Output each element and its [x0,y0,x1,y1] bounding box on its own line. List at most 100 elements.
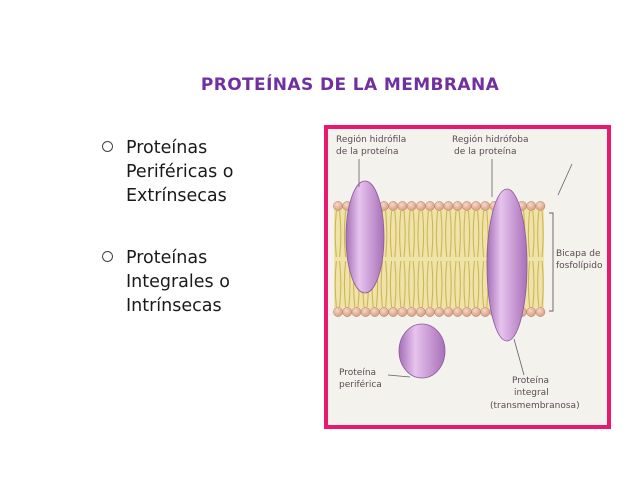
lipid-head [415,201,426,211]
lipid-tail [339,210,342,258]
label-hydrophobic-region: Región hidrófoba [452,134,529,145]
lipid-tail [477,260,480,308]
label-integral-protein: (transmembranosa) [490,401,580,411]
lipid-tail [467,260,471,308]
lipid-head [397,307,408,317]
lipid-tail [532,210,535,258]
lipid-tail [527,260,531,308]
lipid-head [461,307,472,317]
label-peripheral-protein: periférica [339,379,382,390]
membrane-diagram-image: Región hidrófila de la proteína Región h… [324,125,611,429]
lipid-head [535,201,546,211]
lipid-tail [385,210,388,258]
lipid-head [406,307,417,317]
bullet-line: Proteínas [126,248,208,268]
lipid-tail [394,210,397,258]
lipid-head [480,307,491,317]
lipid-tail [541,260,544,308]
lipid-head [333,307,343,317]
label-peripheral-protein: Proteína [339,368,376,378]
lipid-head [434,307,445,317]
lipid-head [434,201,445,211]
lipid-head [342,307,353,317]
lipid-tail [389,260,393,308]
lipid-tail [408,210,411,258]
lipid-head [526,201,537,211]
lipid-tail [458,210,461,258]
lipid-head [360,307,371,317]
lipid-tail [454,210,457,258]
lipid-tail [472,260,475,308]
bullet-line: Intrínsecas [126,296,222,316]
lipid-tail [412,260,415,308]
lipid-tail [445,210,448,258]
lipid-tail [431,260,434,308]
lipid-head [443,307,454,317]
lipid-tail [380,260,383,308]
bullet-line: Integrales o [126,272,230,292]
lipid-tail [481,210,485,258]
lipid-tail [403,210,406,258]
lipid-tail [394,260,397,308]
lipid-tail [541,210,544,258]
lipid-tail [399,210,402,258]
lipid-tail [463,260,466,308]
lipid-head [535,307,546,317]
lipid-tail [440,260,443,308]
lipid-tail [454,260,457,308]
lipid-tail [403,260,406,308]
lipid-tail [537,210,540,258]
lipid-head [415,307,426,317]
lipid-head [471,307,481,317]
bullet-line: Proteínas [126,138,208,158]
lipid-head [369,307,380,317]
lipid-head [388,307,399,317]
lipid-head [379,307,389,317]
label-hydrophobic-region: de la proteína [454,147,517,157]
bullet-circle-icon [102,141,113,152]
lipid-tail [334,260,337,308]
lipid-tail [385,260,388,308]
bullet-circle-icon [102,251,113,262]
lipid-head [452,201,463,211]
bilayer-bracket [549,212,554,312]
lipid-head [480,201,491,211]
integral-protein-shape [486,188,528,342]
label-integral-protein: Proteína [512,376,549,386]
peripheral-protein-bottom-shape [398,323,446,379]
lipid-head [425,307,435,317]
lipid-tail [421,210,425,258]
lipid-tail [435,260,439,308]
lipid-tail [408,260,411,308]
lipid-tail [449,260,452,308]
lipid-tail [343,260,347,308]
lipid-head [397,201,408,211]
lipid-head [351,307,362,317]
lipid-head [406,201,417,211]
lipid-head [526,307,537,317]
lipid-tail [527,210,531,258]
lipid-head [461,201,472,211]
bullet-text: Proteínas Periféricas o Extrínsecas [126,136,233,208]
lipid-tail [458,260,461,308]
lipid-tail [343,210,347,258]
lipid-tail [431,210,434,258]
lipid-tail [426,260,429,308]
lipid-tail [339,260,342,308]
lipid-tail [440,210,443,258]
lipid-tail [334,210,337,258]
leader-line [557,163,573,196]
label-phospholipid-bilayer: Bicapa de [556,249,601,259]
lipid-head [471,201,481,211]
lipid-tail [472,210,475,258]
lipid-tail [481,260,485,308]
lipid-heads-inner [333,307,546,317]
lipid-head [333,201,343,211]
lipid-tail [532,260,535,308]
slide-title: PROTEÍNAS DE LA MEMBRANA [200,75,500,95]
membrane-diagram-svg: Región hidrófila de la proteína Región h… [333,134,603,411]
lipid-tail [417,260,420,308]
lipid-tail [421,260,425,308]
label-phospholipid-bilayer: fosfolípido [556,261,603,271]
peripheral-protein-top-shape [345,180,385,294]
